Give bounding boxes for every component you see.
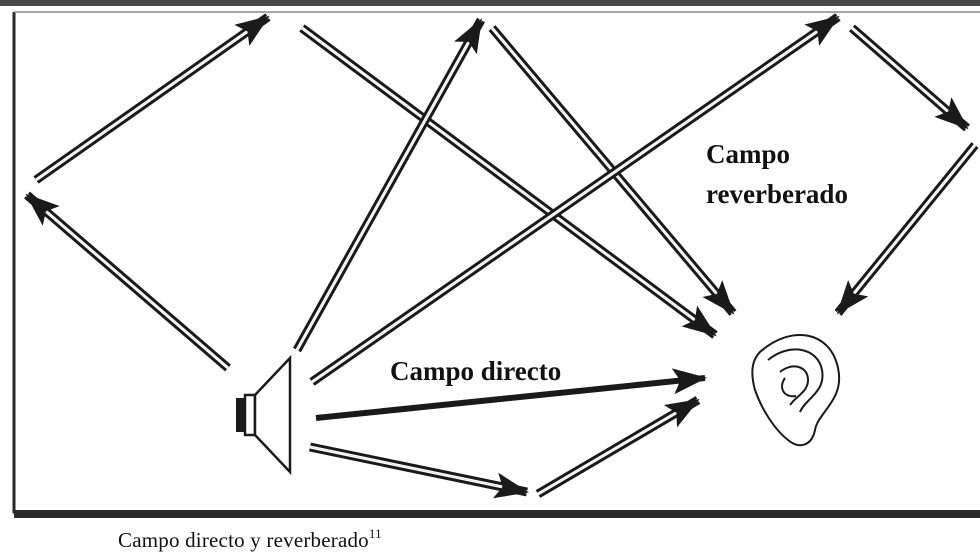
ray-3b [849, 24, 970, 132]
caption-footnote: 11 [368, 526, 382, 541]
ray-1b [33, 13, 271, 184]
label-reverberant-line2: reverberado [706, 179, 848, 209]
ray-1c [299, 24, 718, 339]
ray-4a [309, 442, 529, 499]
speaker-icon [236, 354, 292, 476]
label-reverberant-line1: Campo [706, 139, 790, 169]
ear-icon [751, 334, 841, 447]
label-direct: Campo directo [390, 356, 561, 386]
room-outline [12, 12, 980, 514]
reflected-rays [24, 13, 979, 499]
ray-4b [535, 396, 701, 498]
top-border [0, 0, 980, 6]
direct-ray [315, 368, 707, 421]
room-floor [14, 510, 980, 518]
ray-3c [834, 142, 979, 316]
ray-3a [309, 13, 841, 386]
ray-2a [293, 17, 485, 353]
caption-text: Campo directo y reverberado [118, 528, 369, 552]
figure-caption: Campo directo y reverberado11 [118, 526, 382, 553]
ray-1a [24, 191, 231, 372]
